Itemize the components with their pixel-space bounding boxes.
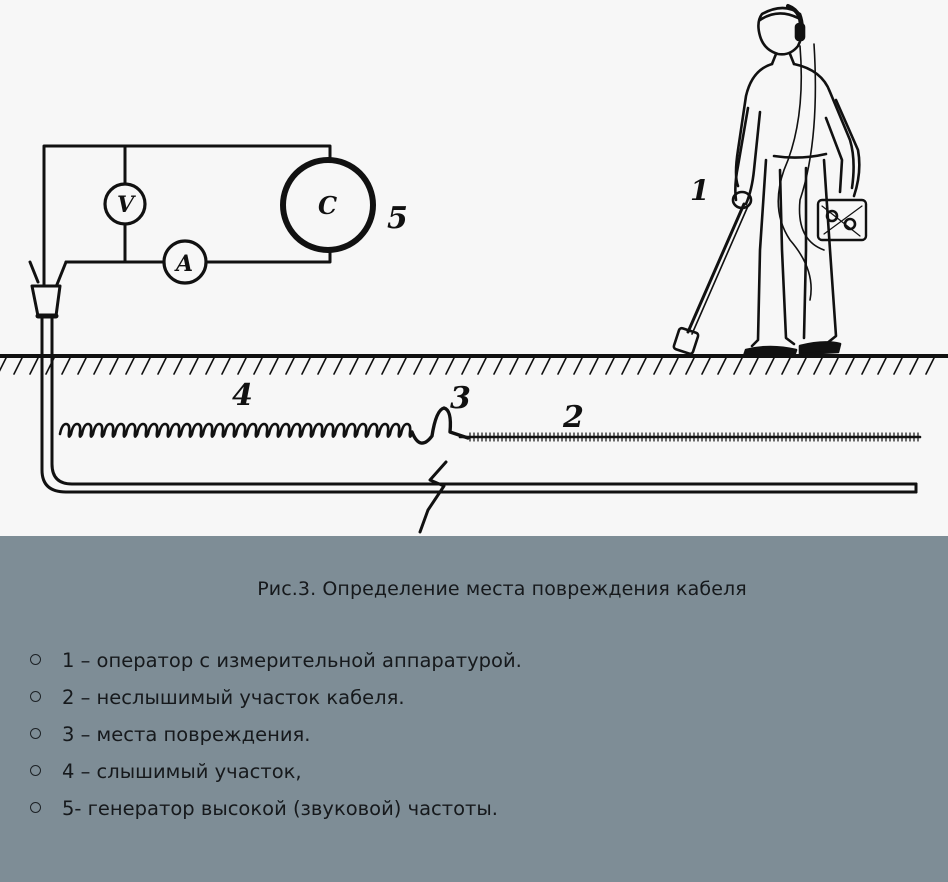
- legend-item-text: 5- генератор высокой (звуковой) частоты.: [62, 797, 498, 820]
- bullet-icon: [30, 802, 41, 813]
- legend-list: 1 – оператор с измерительной аппаратурой…: [30, 649, 522, 834]
- label-2: 2: [562, 400, 584, 435]
- figure-caption-title: Рис.3. Определение места повреждения каб…: [257, 578, 747, 600]
- label-voltmeter: V: [117, 192, 136, 218]
- bullet-icon: [30, 728, 41, 739]
- bullet-icon: [30, 765, 41, 776]
- ammeter-symbol: [162, 239, 208, 285]
- ground-surface: [0, 354, 948, 375]
- label-5: 5: [387, 201, 408, 236]
- diagram-drawing: V A C 1 2 3 4 5: [0, 4, 948, 534]
- legend-item: 2 – неслышимый участок кабеля.: [30, 686, 522, 723]
- audible-cable-section: [58, 422, 414, 438]
- operator-figure: [672, 4, 868, 358]
- cable-fault-diagram: V A C 1 2 3 4 5: [0, 4, 948, 534]
- voltmeter-symbol: [103, 182, 147, 226]
- label-3: 3: [450, 381, 471, 416]
- legend-item: 1 – оператор с измерительной аппаратурой…: [30, 649, 522, 686]
- legend-item-text: 4 – слышимый участок,: [62, 760, 302, 783]
- legend-item-text: 1 – оператор с измерительной аппаратурой…: [62, 649, 522, 672]
- legend-item-text: 2 – неслышимый участок кабеля.: [62, 686, 405, 709]
- measurement-circuit: [28, 144, 918, 494]
- legend-item: 3 – места повреждения.: [30, 723, 522, 760]
- label-ammeter: A: [174, 251, 193, 277]
- caption-panel: Рис.3. Определение места повреждения каб…: [0, 536, 948, 882]
- legend-item-text: 3 – места повреждения.: [62, 723, 311, 746]
- legend-item: 5- генератор высокой (звуковой) частоты.: [30, 797, 522, 834]
- legend-item: 4 – слышимый участок,: [30, 760, 522, 797]
- bullet-icon: [30, 654, 41, 665]
- label-4: 4: [232, 378, 253, 413]
- generator-symbol: [280, 157, 376, 253]
- fault-spark: [418, 460, 448, 534]
- bullet-icon: [30, 691, 41, 702]
- fault-location: [410, 406, 470, 445]
- label-1: 1: [690, 174, 709, 207]
- label-generator: C: [318, 191, 337, 220]
